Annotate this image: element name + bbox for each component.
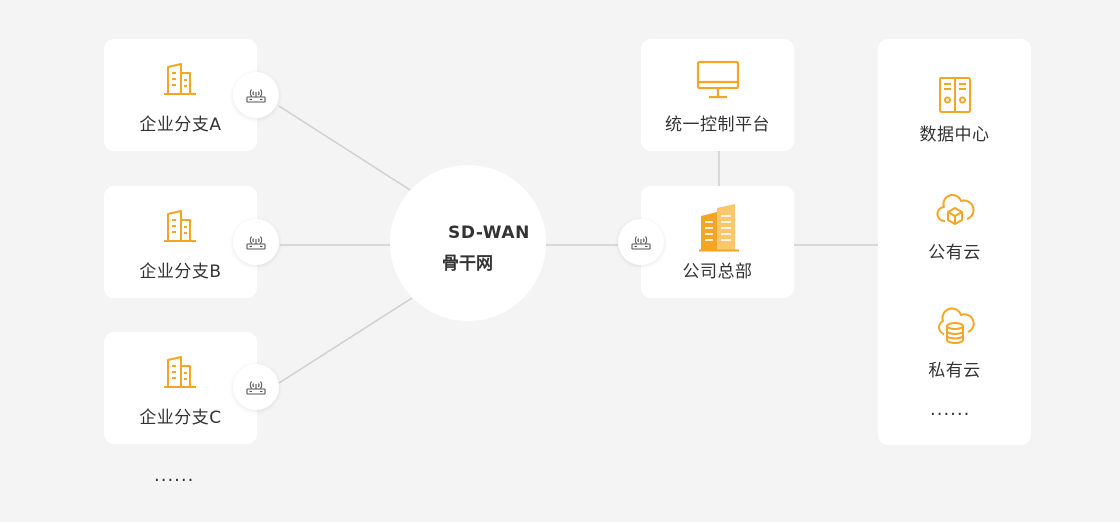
- wifi-router-icon: [246, 381, 266, 395]
- cloud-cube-icon: [936, 194, 975, 225]
- server-rack-icon: [939, 77, 971, 113]
- link-branch-a-hub: [278, 105, 411, 191]
- branch-label: 企业分支A: [139, 115, 222, 135]
- hub-subtitle: 骨干网: [442, 254, 493, 274]
- monitor-icon: [696, 60, 740, 99]
- office-tower-icon: [699, 204, 739, 252]
- router-badge-a: [233, 72, 279, 118]
- resource-label-public-cloud: 公有云: [928, 243, 981, 263]
- branch-label: 企业分支B: [139, 262, 222, 282]
- resource-label-datacenter: 数据中心: [919, 125, 990, 145]
- router-badge-b: [233, 219, 279, 265]
- wifi-router-icon: [246, 89, 266, 103]
- branch-card-c: 企业分支C: [104, 332, 257, 444]
- hub-title: SD-WAN: [448, 223, 530, 243]
- link-branch-c-hub: [278, 297, 413, 384]
- building-icon: [164, 210, 196, 242]
- building-icon: [164, 63, 196, 95]
- router-badge-c: [233, 364, 279, 410]
- wifi-router-icon: [631, 236, 651, 250]
- resources-panel: 数据中心 公有云 私有云 ······: [878, 39, 1031, 445]
- branch-label: 企业分支C: [139, 408, 222, 428]
- control-platform-card: 统一控制平台: [641, 39, 794, 151]
- branch-card-b: 企业分支B: [104, 186, 257, 298]
- branch-card-a: 企业分支A: [104, 39, 257, 151]
- resource-label-private-cloud: 私有云: [928, 361, 981, 381]
- control-platform-label: 统一控制平台: [665, 115, 770, 135]
- headquarters-label: 公司总部: [682, 262, 753, 282]
- router-badge-hq: [618, 219, 664, 265]
- resources-more-ellipsis: ······: [930, 404, 971, 425]
- wifi-router-icon: [246, 236, 266, 250]
- branch-more-ellipsis: ······: [154, 470, 195, 491]
- cloud-database-icon: [938, 307, 975, 344]
- building-icon: [164, 356, 196, 388]
- sdwan-backbone-node: SD-WAN 骨干网: [390, 165, 546, 321]
- headquarters-card: 公司总部: [641, 186, 794, 298]
